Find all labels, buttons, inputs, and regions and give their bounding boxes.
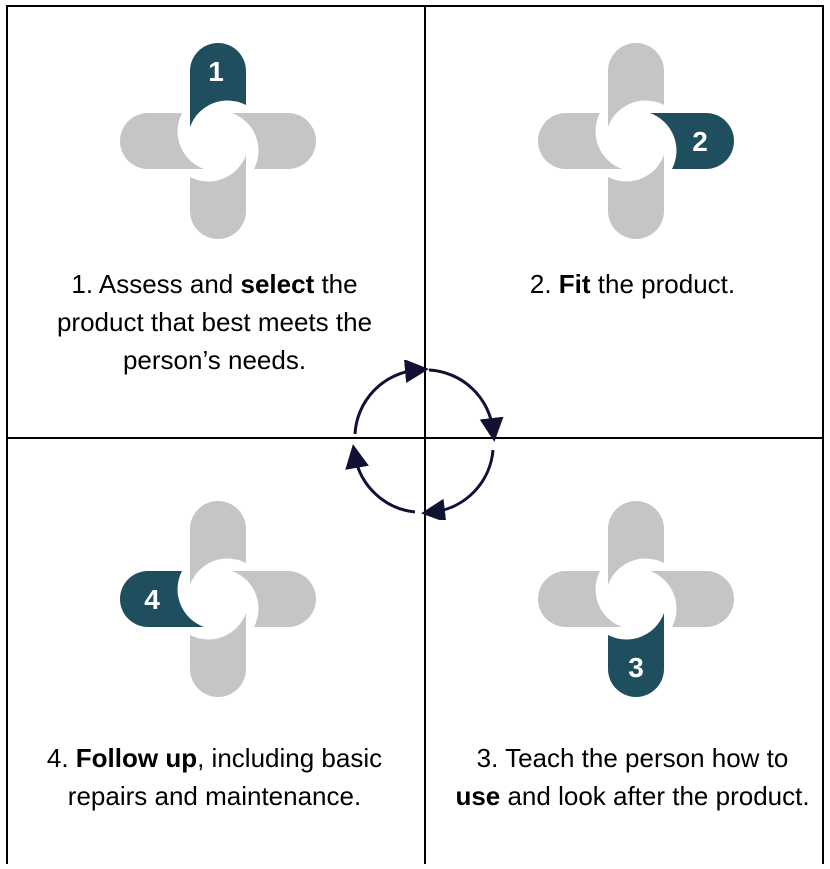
caption-text: 3. Teach the person how to [476, 743, 789, 773]
petal-bottom [190, 155, 246, 239]
step-2-cross-icon: 2 [538, 43, 734, 239]
caption-text: 4. [46, 743, 76, 773]
caption-text: and look after the product. [500, 781, 810, 811]
caption-text: person’s needs. [122, 345, 307, 375]
arrow-top-right [428, 368, 504, 442]
arrow-top-left [353, 360, 429, 435]
horizontal-divider [6, 437, 824, 439]
caption-text: product that best meets the [56, 307, 373, 337]
step-3-cross-icon: 3 [538, 501, 734, 697]
step-3-caption: 3. Teach the person how to use and look … [426, 739, 830, 815]
step-4-cell: 4 4. Follow up, including basic repairs … [8, 439, 421, 869]
cycle-arrows [345, 360, 504, 520]
petal-bottom [608, 613, 664, 697]
step-number: 3 [628, 652, 644, 683]
caption-bold: use [455, 781, 501, 811]
petal-top [608, 501, 664, 585]
petal-right [650, 113, 734, 169]
petal-bottom [608, 155, 664, 239]
petal-left [120, 571, 204, 627]
outer-border-left [6, 5, 8, 864]
petal-right [232, 113, 316, 169]
outer-border-top [6, 5, 824, 7]
caption-bold: Fit [558, 269, 591, 299]
step-4-caption: 4. Follow up, including basic repairs an… [8, 739, 421, 815]
petal-left [538, 113, 622, 169]
vertical-divider [424, 5, 426, 864]
step-number: 2 [692, 126, 708, 157]
petal-left [120, 113, 204, 169]
caption-bold: Follow up [75, 743, 198, 773]
petal-top [190, 43, 246, 127]
caption-text: , including basic [197, 743, 383, 773]
step-1-caption: 1. Assess and select the product that be… [8, 265, 421, 379]
caption-text: the [314, 269, 358, 299]
caption-bold: select [240, 269, 315, 299]
caption-text: 2. [529, 269, 559, 299]
arrow-bottom-left [345, 444, 416, 514]
petal-top [190, 501, 246, 585]
step-number: 4 [144, 584, 160, 615]
step-number: 1 [208, 56, 224, 87]
arrow-bottom-right [421, 449, 495, 520]
petal-bottom [190, 613, 246, 697]
petal-right [650, 571, 734, 627]
petal-top [608, 43, 664, 127]
caption-text: the product. [590, 269, 736, 299]
step-1-cell: 1 1. Assess and select the product that … [8, 7, 421, 437]
step-1-cross-icon: 1 [120, 43, 316, 239]
step-3-cell: 3 3. Teach the person how to use and loo… [426, 439, 830, 869]
caption-text: repairs and maintenance. [67, 781, 362, 811]
step-2-caption: 2. Fit the product. [426, 265, 830, 303]
step-2-cell: 2 2. Fit the product. [426, 7, 830, 437]
petal-left [538, 571, 622, 627]
outer-border-right [822, 5, 824, 864]
petal-right [232, 571, 316, 627]
step-4-cross-icon: 4 [120, 501, 316, 697]
caption-text: 1. Assess and [71, 269, 241, 299]
